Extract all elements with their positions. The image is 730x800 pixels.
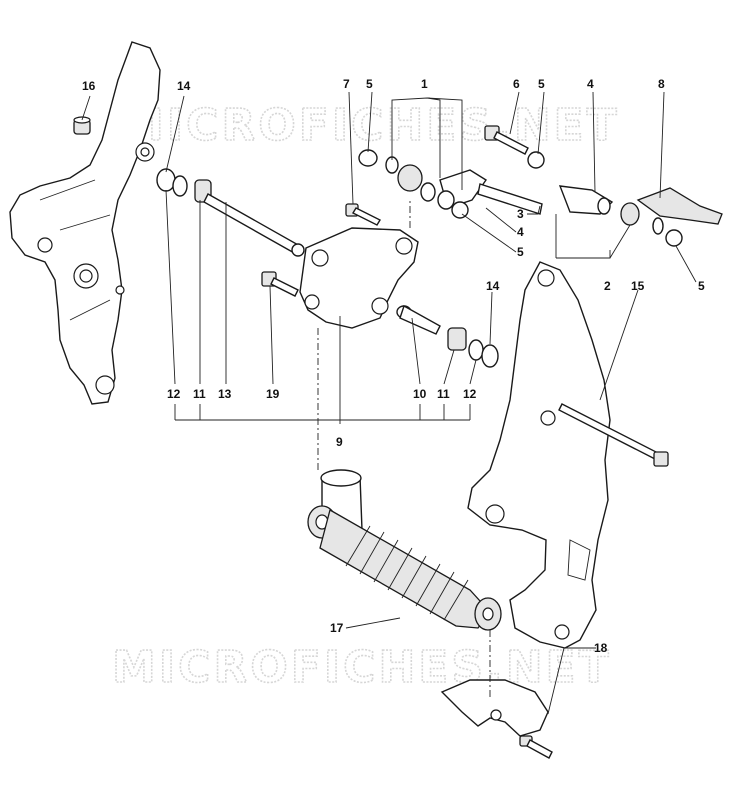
callout-5-d: 5 — [698, 279, 705, 293]
callout-14-right: 14 — [486, 279, 500, 293]
callout-4-a: 4 — [587, 77, 594, 91]
callout-15: 15 — [631, 279, 645, 293]
callout-11-left: 11 — [193, 387, 206, 401]
part-9-rocker-link — [299, 227, 419, 329]
part-16-nut — [73, 116, 91, 135]
callout-19: 19 — [266, 387, 280, 401]
callout-12-left: 12 — [167, 387, 181, 401]
callout-10: 10 — [413, 387, 427, 401]
part-18-clip — [440, 679, 553, 759]
right-spindle-assembly — [396, 304, 499, 368]
callout-5-a: 5 — [366, 77, 373, 91]
callout-1: 1 — [421, 77, 428, 91]
leader-lines — [81, 91, 697, 715]
callout-5-c: 5 — [517, 245, 524, 259]
callout-13: 13 — [218, 387, 232, 401]
callout-14-left: 14 — [177, 79, 191, 93]
callout-16: 16 — [82, 79, 96, 93]
callout-6: 6 — [513, 77, 520, 91]
callout-8: 8 — [658, 77, 665, 91]
callout-18: 18 — [594, 641, 608, 655]
left-frame-bracket — [9, 41, 161, 405]
callout-17: 17 — [330, 621, 344, 635]
part-17-shock-absorber — [307, 469, 502, 631]
callout-11-right: 11 — [437, 387, 450, 401]
callout-9: 9 — [336, 435, 343, 449]
watermark-bottom: MICROFICHES.NET — [112, 642, 612, 693]
callout-5-b: 5 — [538, 77, 545, 91]
part-8-lever — [636, 187, 723, 225]
left-spindle-assembly — [156, 168, 305, 257]
callout-4-b: 4 — [517, 225, 524, 239]
callout-2: 2 — [604, 279, 611, 293]
callout-12-right: 12 — [463, 387, 477, 401]
part-15-long-bolt — [558, 403, 669, 467]
callout-3: 3 — [517, 207, 524, 221]
part-19-bolt — [261, 271, 299, 297]
part-7-bolt — [345, 203, 381, 226]
upper-linkage-assembly — [358, 125, 723, 247]
callout-7: 7 — [343, 77, 350, 91]
right-frame-bracket — [467, 261, 611, 649]
